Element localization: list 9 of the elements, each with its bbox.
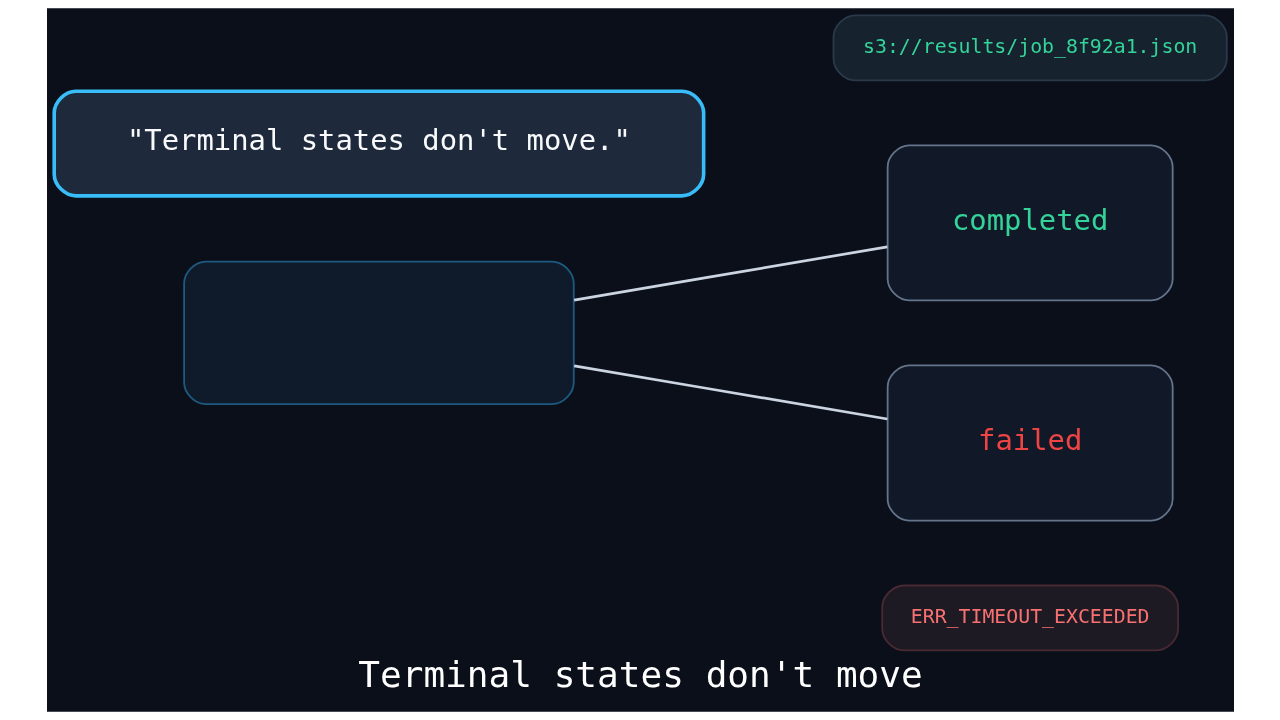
node-box: failed — [886, 364, 1174, 522]
node-box: completed — [886, 144, 1174, 302]
node-box: s3://results/job_8f92a1.json — [832, 14, 1228, 82]
connector — [573, 364, 888, 421]
connector — [573, 245, 888, 302]
caption: Terminal states don't move — [357, 653, 923, 696]
node-box: "Terminal states don't move." — [51, 89, 705, 198]
node-box — [182, 260, 575, 406]
node-box: ERR_TIMEOUT_EXCEEDED — [880, 584, 1179, 652]
